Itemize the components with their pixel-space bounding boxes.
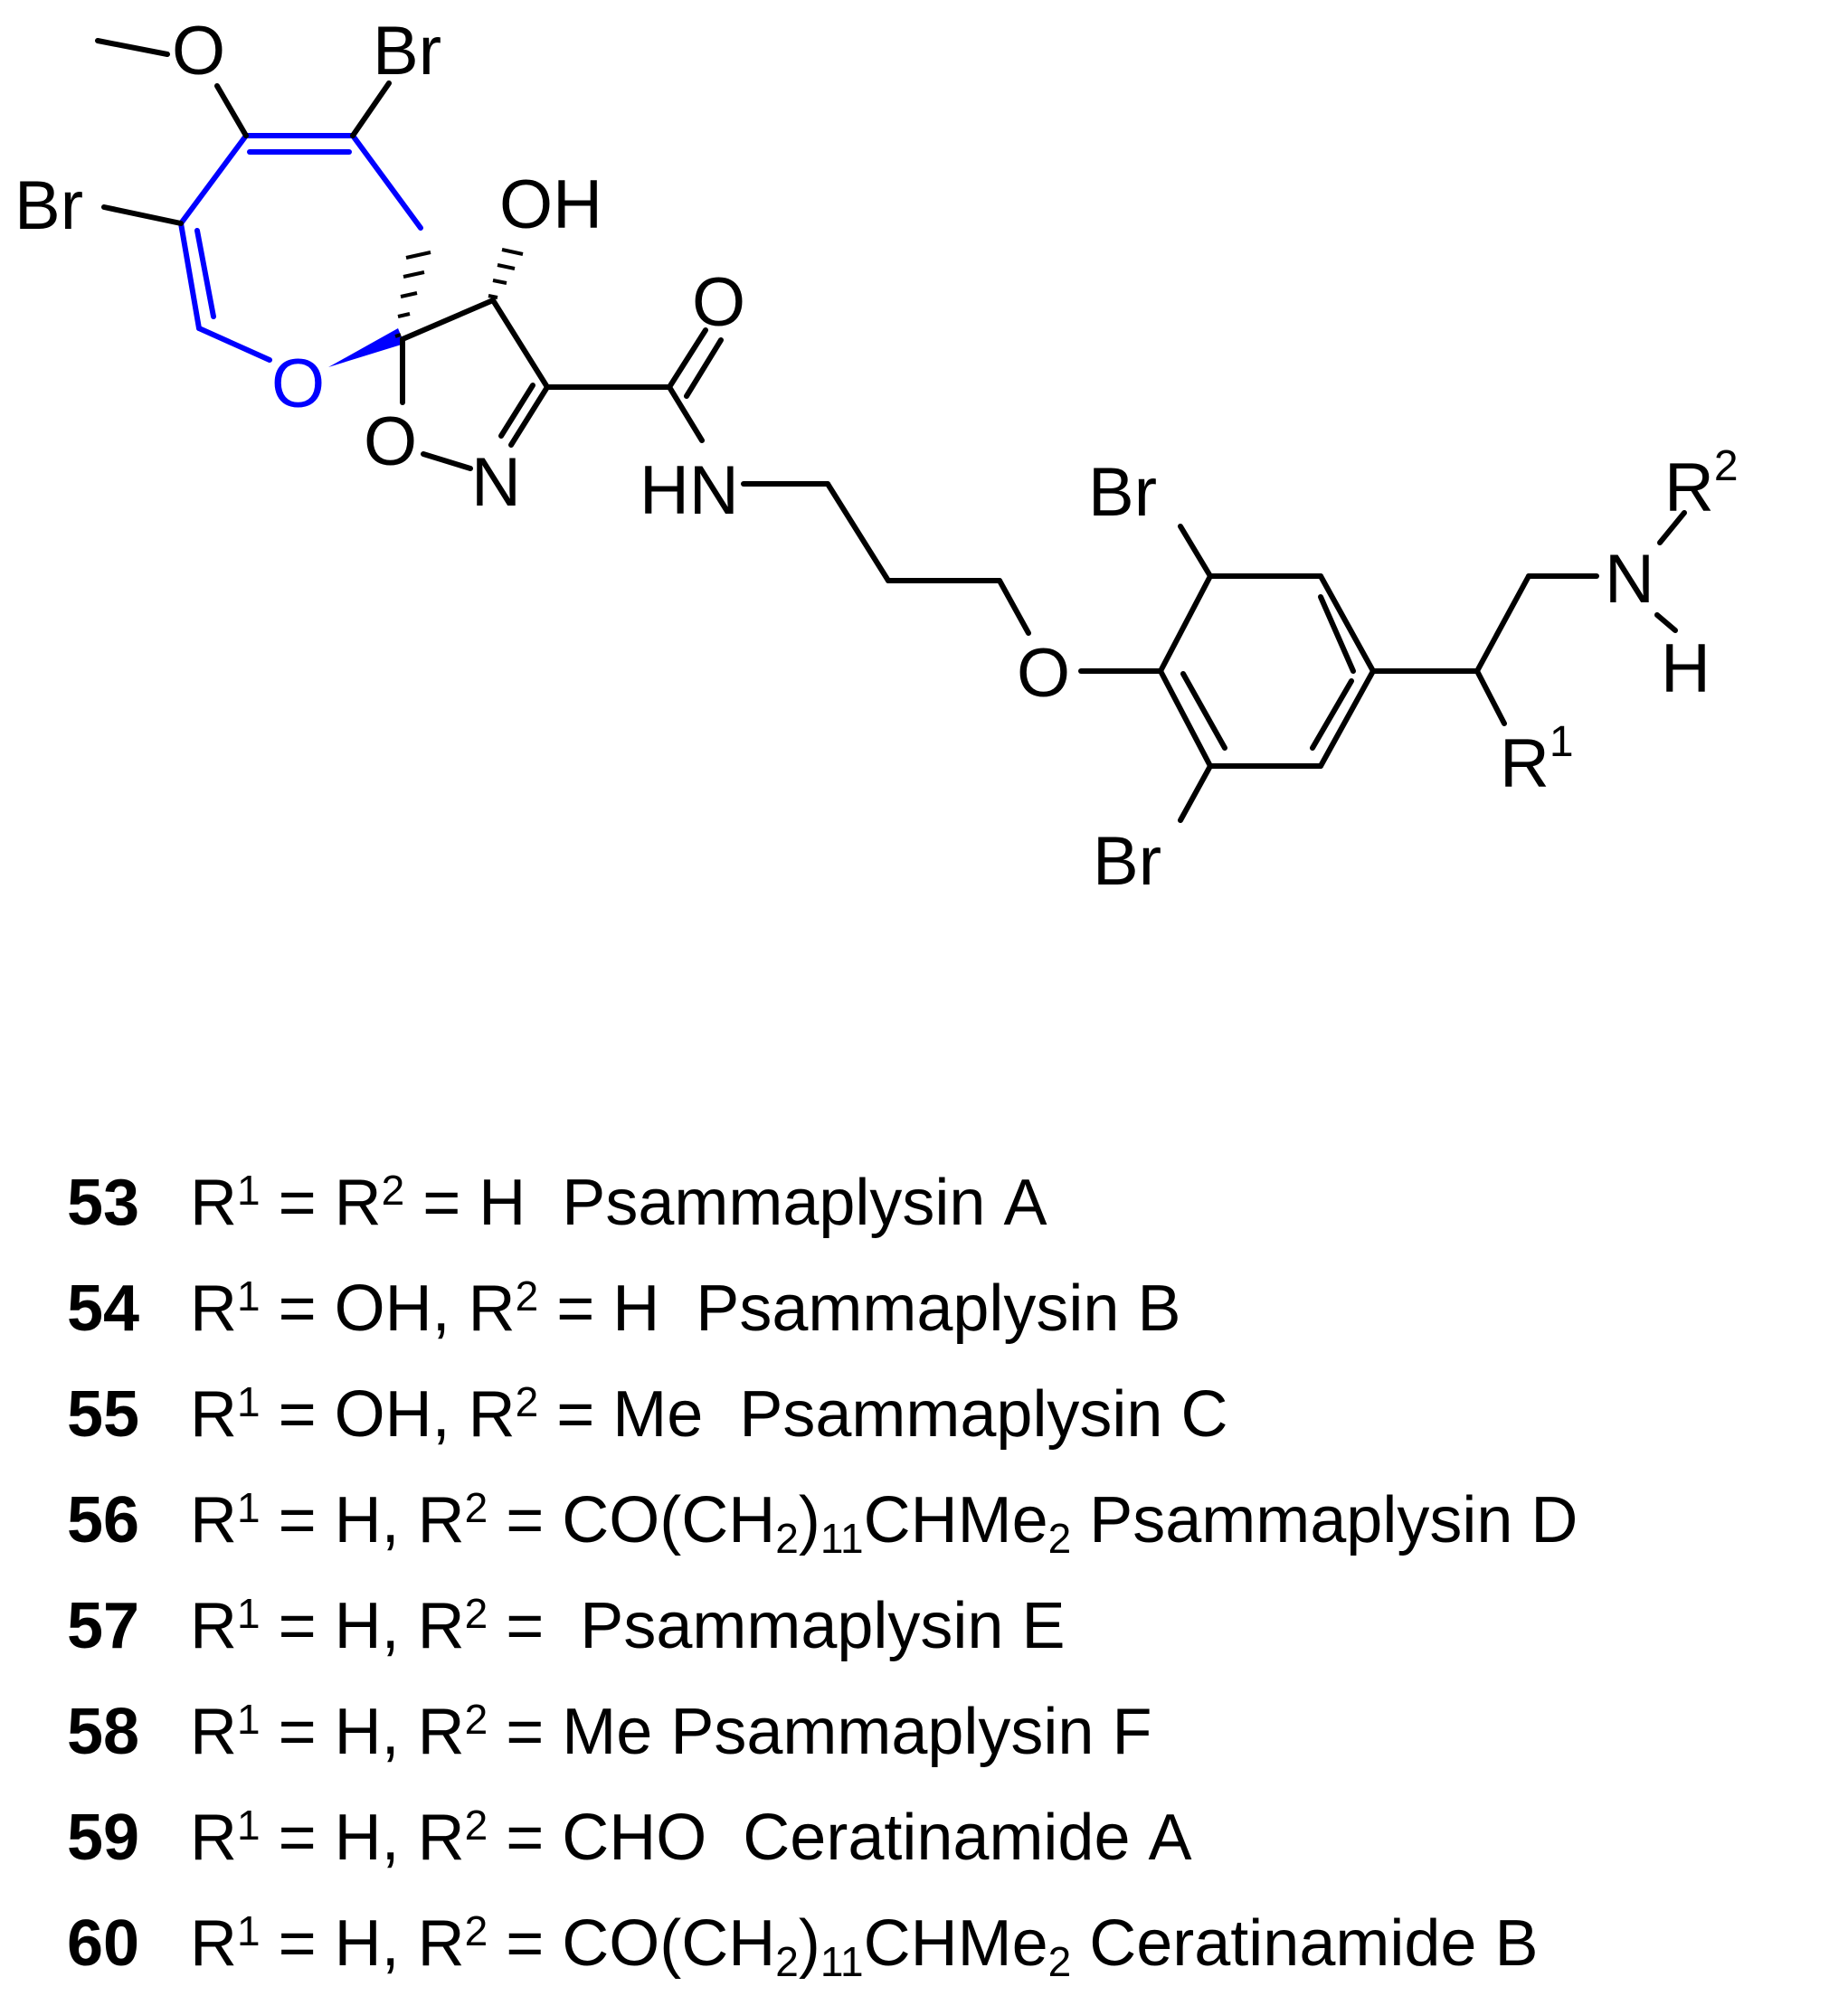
isoxazoline-ring xyxy=(400,298,550,471)
compound-row: 55 R1 = OH, R2 = Me Psammaplysin C xyxy=(67,1349,1578,1455)
compound-row: 54 R1 = OH, R2 = H Psammaplysin B xyxy=(67,1244,1578,1349)
compound-number: 58 xyxy=(67,1696,140,1768)
atom-o-methoxy: O xyxy=(172,13,225,90)
br-bond-top xyxy=(350,80,392,138)
compound-description: R1 = R2 = H Psammaplysin A xyxy=(190,1167,1047,1239)
compound-description: R1 = H, R2 = CO(CH2)11CHMe2 Ceratinamide… xyxy=(190,1907,1539,1985)
atom-o-carbonyl: O xyxy=(692,264,745,341)
compound-number: 56 xyxy=(67,1484,140,1556)
compound-number: 54 xyxy=(67,1272,140,1345)
atom-o-isoxazoline: O xyxy=(364,403,417,480)
compound-description: R1 = H, R2 = CHO Ceratinamide A xyxy=(190,1802,1192,1874)
atom-br-aryl-top: Br xyxy=(1088,454,1157,531)
atom-h-amine: H xyxy=(1661,630,1711,707)
compound-description: R1 = H, R2 = Me Psammaplysin F xyxy=(190,1696,1152,1768)
compound-description: R1 = OH, R2 = Me Psammaplysin C xyxy=(190,1378,1228,1451)
methoxy-bond xyxy=(214,83,249,138)
oxepine-ring xyxy=(178,133,423,367)
compound-row: 59 R1 = H, R2 = CHO Ceratinamide A xyxy=(67,1773,1578,1878)
atom-n-amine: N xyxy=(1605,541,1654,618)
br-bond-left xyxy=(101,204,184,226)
compound-description: R1 = H, R2 = Psammaplysin E xyxy=(190,1590,1066,1662)
atom-oh: OH xyxy=(499,166,602,243)
compound-description: R1 = OH, R2 = H Psammaplysin B xyxy=(190,1272,1181,1345)
compound-row: 56 R1 = H, R2 = CO(CH2)11CHMe2 Psammaplys… xyxy=(67,1455,1578,1562)
compound-row: 60 R1 = H, R2 = CO(CH2)11CHMe2 Ceratinami… xyxy=(67,1878,1578,1985)
compound-list: 53 R1 = R2 = H Psammaplysin A 54 R1 = OH, R… xyxy=(67,1138,1578,1985)
amide-group xyxy=(545,327,724,443)
atom-r1: R1 xyxy=(1500,718,1574,802)
compound-row: 58 R1 = H, R2 = Me Psammaplysin F xyxy=(67,1667,1578,1773)
atom-hn-amide: HN xyxy=(640,452,739,529)
hashed-bond-oh xyxy=(488,248,524,299)
compound-row: 57 R1 = H, R2 = Psammaplysin E xyxy=(67,1561,1578,1667)
compound-number: 60 xyxy=(67,1907,140,1980)
compound-number: 57 xyxy=(67,1590,140,1662)
compound-number: 59 xyxy=(67,1802,140,1874)
aminoethyl-side-chain xyxy=(1370,510,1687,726)
compound-number: 55 xyxy=(67,1378,140,1451)
hashed-bond-spiro xyxy=(394,251,431,338)
atom-br-left: Br xyxy=(14,167,83,244)
atom-n-isoxazoline: N xyxy=(471,444,521,521)
compound-description: R1 = H, R2 = CO(CH2)11CHMe2 Psammaplysin… xyxy=(190,1484,1578,1562)
psammaplysin-core-structure: O Br Br OH O O O N HN Br O Br R1 R2 N H xyxy=(14,13,1739,900)
compound-row: 53 R1 = R2 = H Psammaplysin A xyxy=(67,1138,1578,1244)
propyl-linker xyxy=(741,481,1163,674)
atom-o-ring: O xyxy=(271,345,325,422)
atom-br-aryl-bottom: Br xyxy=(1093,823,1161,900)
dibromophenyl-ring xyxy=(1158,524,1376,823)
atom-r2: R2 xyxy=(1664,442,1739,526)
atom-br-top: Br xyxy=(373,13,441,90)
compound-number: 53 xyxy=(67,1167,140,1239)
atom-o-ether: O xyxy=(1017,635,1070,712)
wedge-bond xyxy=(328,328,404,367)
methyl-bond xyxy=(95,38,170,57)
